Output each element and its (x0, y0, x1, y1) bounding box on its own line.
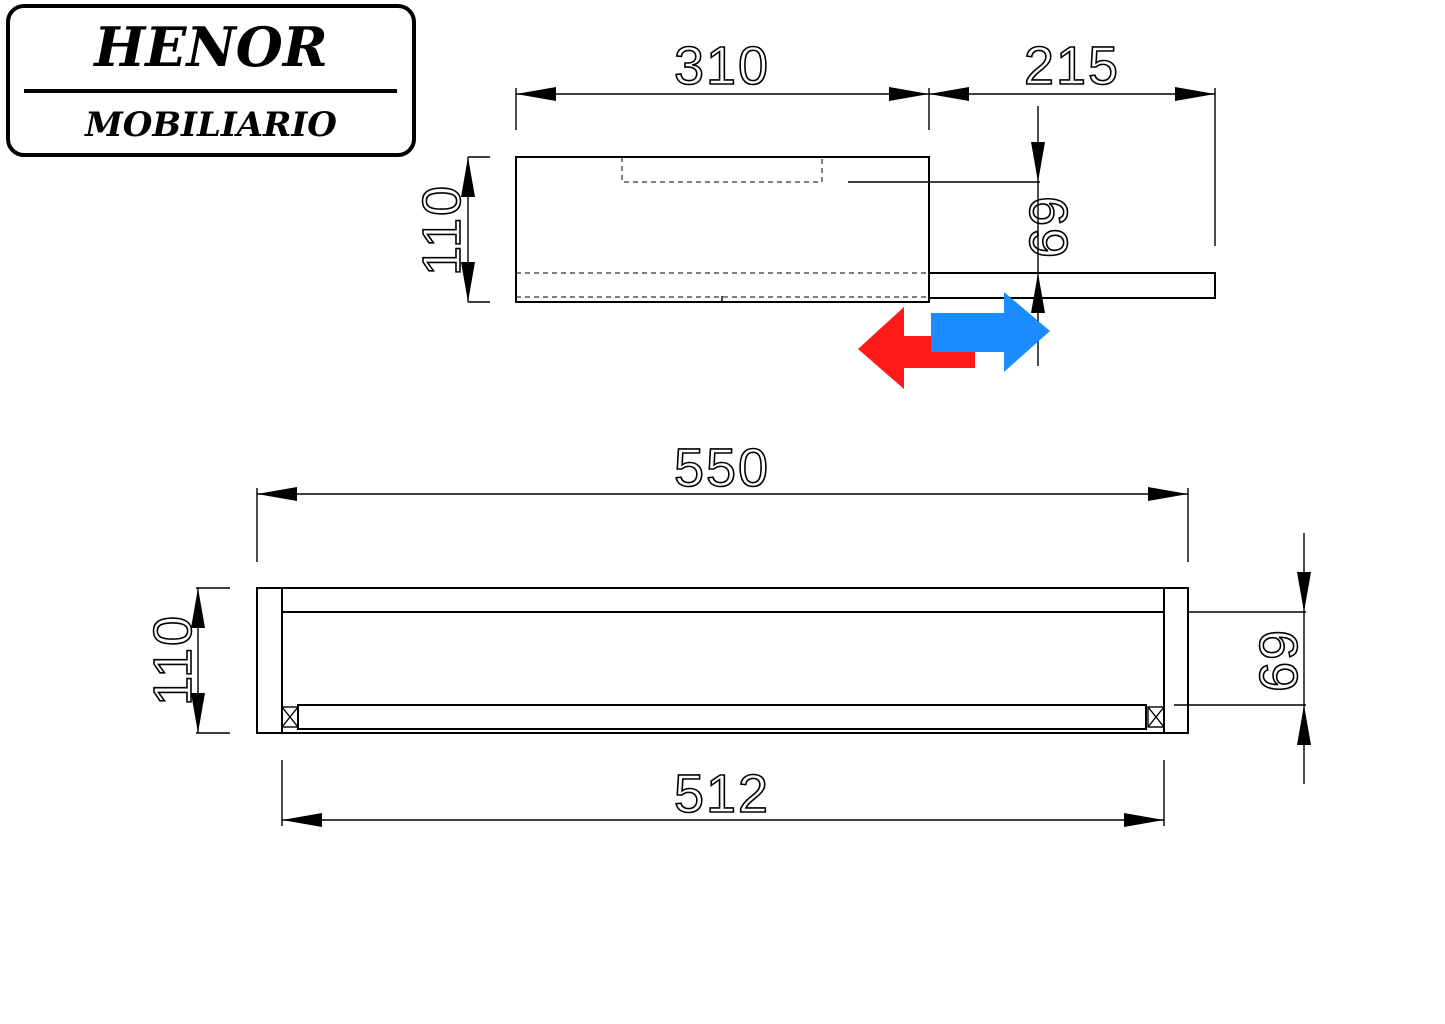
dim-front-110-arrow-bottom (191, 693, 205, 733)
dim-215-label: 215 (1024, 36, 1120, 96)
dim-512-label: 512 (674, 764, 770, 824)
front-view: 550 512 110 69 (142, 437, 1311, 827)
dim-310-arrow-right (889, 87, 929, 101)
dim-top-69-arrow-bottom (1031, 273, 1045, 313)
dim-top-110-arrow-bottom (461, 262, 475, 302)
dim-310-arrow-left (516, 87, 556, 101)
dim-front-69-label: 69 (1249, 628, 1309, 692)
dim-550-label: 550 (674, 438, 770, 498)
dim-front-110-label: 110 (143, 614, 203, 706)
top-body (515, 156, 930, 303)
dim-top-69-arrow-top (1031, 142, 1045, 182)
front-end-block-right (1147, 706, 1165, 728)
arrow-left-icon (858, 307, 975, 389)
top-hidden-slot (621, 157, 823, 183)
front-bottom-bar (297, 704, 1147, 730)
dim-215-arrow-right (1175, 87, 1215, 101)
logo-subtitle: MOBILIARIO (84, 105, 337, 145)
dim-top-110-label: 110 (412, 184, 472, 276)
front-end-block-right-x2 (1147, 706, 1165, 728)
logo: HENOR MOBILIARIO (6, 4, 416, 157)
top-extended-rail (928, 272, 1216, 299)
logo-frame (6, 4, 416, 157)
dim-310-label: 310 (674, 36, 770, 96)
dim-top-110-arrow-top (461, 157, 475, 197)
arrow-right-icon (931, 292, 1050, 372)
dim-front-69-arrow-top (1297, 572, 1311, 612)
front-outer (256, 587, 1189, 734)
top-view: 310 215 110 69 (411, 35, 1216, 389)
front-end-block-left-x2 (281, 706, 299, 728)
front-end-block-left (281, 706, 299, 728)
dim-front-110-arrow-top (191, 588, 205, 628)
dim-front-69-arrow-bottom (1297, 705, 1311, 745)
dim-550-arrow-left (257, 487, 297, 501)
logo-brand: HENOR (92, 15, 327, 79)
dim-550-arrow-right (1148, 487, 1188, 501)
dim-top-69-label: 69 (1018, 196, 1078, 260)
dim-512-arrow-left (282, 813, 322, 827)
dim-215-arrow-left (929, 87, 969, 101)
dim-512-arrow-right (1124, 813, 1164, 827)
